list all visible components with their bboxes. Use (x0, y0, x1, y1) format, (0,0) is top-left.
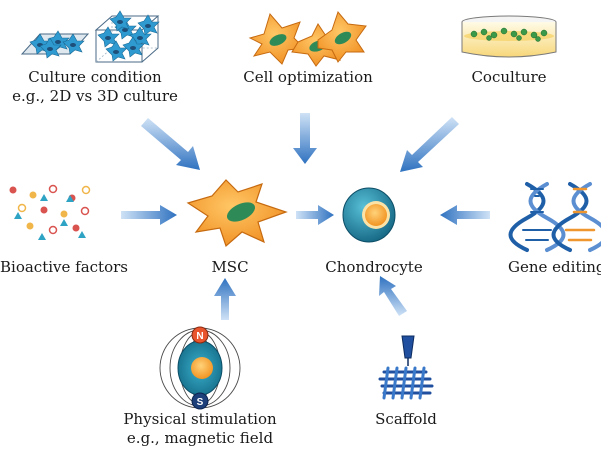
physical-stimulation-example: e.g., magnetic field (126, 429, 274, 447)
msc-label: MSC (205, 258, 255, 277)
arrow-msc-to-chondrocyte (296, 205, 334, 225)
culture-condition-example: e.g., 2D vs 3D culture (12, 87, 178, 105)
coculture-text: Coculture (471, 68, 547, 86)
chondrocyte-text: Chondrocyte (325, 258, 423, 276)
physical-stimulation-label: Physical stimulation e.g., magnetic fiel… (120, 410, 280, 448)
scaffold-text: Scaffold (375, 410, 437, 428)
cell-optimization-label: Cell optimization (228, 68, 388, 87)
cell-optimization-text: Cell optimization (243, 68, 373, 86)
culture-2d-icon (20, 30, 90, 59)
scaffold-label: Scaffold (370, 410, 442, 429)
petri-dish-icon (461, 15, 557, 58)
physical-stimulation-title: Physical stimulation (123, 410, 277, 428)
coculture-label: Coculture (464, 68, 554, 87)
magnet-north-label: N (196, 331, 203, 342)
arrow-bioactive-to-msc (121, 205, 177, 225)
arrow-coculture-to-chondrocyte (400, 117, 459, 172)
arrow-culture-to-msc (141, 118, 200, 170)
arrow-physical-to-msc (214, 278, 236, 320)
chondrocyte-icon (342, 187, 396, 243)
magnet-south-label: S (197, 397, 204, 408)
msc-cell-icon (186, 179, 288, 248)
arrow-scaffold-to-chondrocyte (379, 276, 407, 316)
bioactive-factors-text: Bioactive factors (0, 258, 128, 276)
dna-icon (508, 182, 601, 252)
bioactive-factors-label: Bioactive factors (0, 258, 128, 277)
arrow-optimization-to-chondrocyte (293, 113, 317, 164)
cell-optimization-icon (248, 10, 367, 67)
bioactive-factors-icon (9, 184, 91, 240)
magnetic-field-icon (159, 326, 241, 410)
gene-editing-label: Gene editing (508, 258, 601, 277)
chondrocyte-label: Chondrocyte (323, 258, 425, 277)
msc-text: MSC (211, 258, 249, 276)
culture-3d-icon (94, 10, 160, 63)
culture-condition-label: Culture condition e.g., 2D vs 3D culture (10, 68, 180, 106)
scaffold-icon (378, 335, 434, 400)
gene-editing-text: Gene editing (508, 258, 601, 276)
arrow-gene-to-chondrocyte (440, 205, 490, 225)
culture-condition-title: Culture condition (28, 68, 162, 86)
